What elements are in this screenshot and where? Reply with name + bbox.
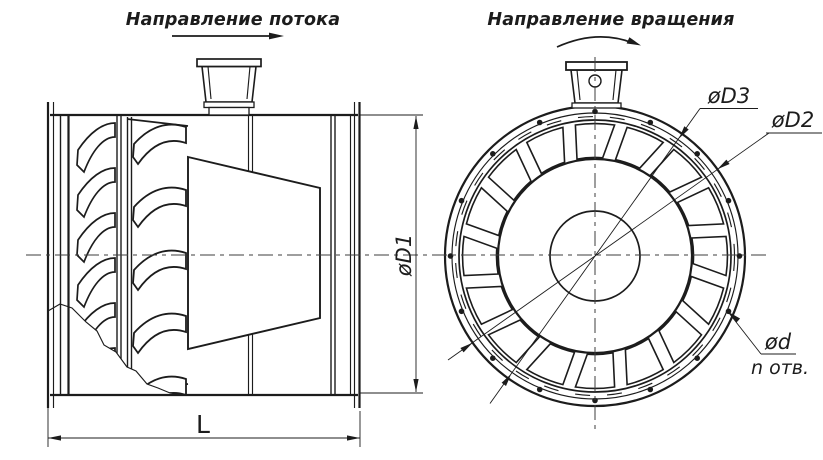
bolt-hole bbox=[536, 386, 543, 393]
bolt-hole bbox=[725, 308, 732, 315]
cutaway-patch bbox=[48, 304, 182, 395]
bolt-hole bbox=[694, 355, 700, 362]
fan-blade bbox=[624, 337, 665, 386]
label-n-holes: n отв. bbox=[751, 357, 809, 379]
flow-direction-arrow-icon bbox=[172, 32, 284, 40]
bolt-hole bbox=[736, 253, 743, 259]
label-L: L bbox=[196, 410, 210, 439]
bolt-hole bbox=[694, 151, 700, 157]
bolt-hole bbox=[592, 397, 598, 404]
fan-blade bbox=[461, 235, 500, 277]
bolt-hole bbox=[447, 253, 454, 259]
bolt-hole bbox=[458, 197, 465, 204]
guide-vane-side bbox=[132, 312, 187, 355]
bolt-hole bbox=[725, 197, 732, 204]
terminal-box-front bbox=[565, 61, 628, 109]
fan-blade bbox=[487, 148, 532, 202]
impeller-blade-side bbox=[76, 122, 116, 174]
bolt-hole bbox=[647, 119, 654, 126]
fan-blade bbox=[681, 275, 725, 326]
fan-blade bbox=[614, 126, 665, 170]
label-d: ød bbox=[764, 330, 792, 354]
dimension-D1: øD1 bbox=[360, 114, 423, 394]
dimension-L: L bbox=[47, 398, 361, 447]
fan-blade bbox=[676, 186, 725, 227]
impeller-blade-side bbox=[76, 167, 116, 219]
fan-blade bbox=[690, 235, 729, 277]
rotation-direction-arrow-icon bbox=[556, 36, 641, 48]
break-line bbox=[47, 303, 183, 396]
tail-cone bbox=[187, 155, 321, 351]
guide-vane-side bbox=[132, 123, 187, 166]
fan-blade bbox=[465, 186, 509, 237]
label-D1: øD1 bbox=[392, 234, 416, 277]
bolt-hole bbox=[647, 386, 654, 393]
impeller-blade-side bbox=[76, 257, 116, 309]
terminal-box-side bbox=[196, 58, 262, 116]
label-D3: øD3 bbox=[707, 84, 750, 108]
side-view bbox=[46, 58, 361, 408]
guide-vane-side bbox=[132, 249, 187, 292]
guide-vane-side bbox=[132, 186, 187, 229]
fan-blade bbox=[465, 285, 514, 326]
bolt-hole bbox=[536, 119, 543, 126]
bolt-hole bbox=[490, 355, 496, 362]
flow-direction-heading: Направление потока bbox=[126, 10, 341, 30]
fan-blade bbox=[658, 310, 703, 364]
impeller-blade-side bbox=[76, 212, 116, 264]
dimension-bolt-holes: ød n отв. bbox=[728, 312, 809, 379]
dimension-D2: øD2 bbox=[447, 108, 822, 361]
label-D2: øD2 bbox=[771, 108, 814, 132]
blade-tip-dashes bbox=[454, 115, 736, 397]
rotation-direction-heading: Направление вращения bbox=[487, 10, 734, 30]
bolt-hole bbox=[490, 151, 496, 157]
fan-blade bbox=[525, 342, 576, 386]
bolt-hole bbox=[458, 308, 465, 315]
fan-blade bbox=[574, 122, 616, 161]
fan-blade bbox=[525, 126, 566, 175]
bolt-hole bbox=[592, 108, 598, 115]
